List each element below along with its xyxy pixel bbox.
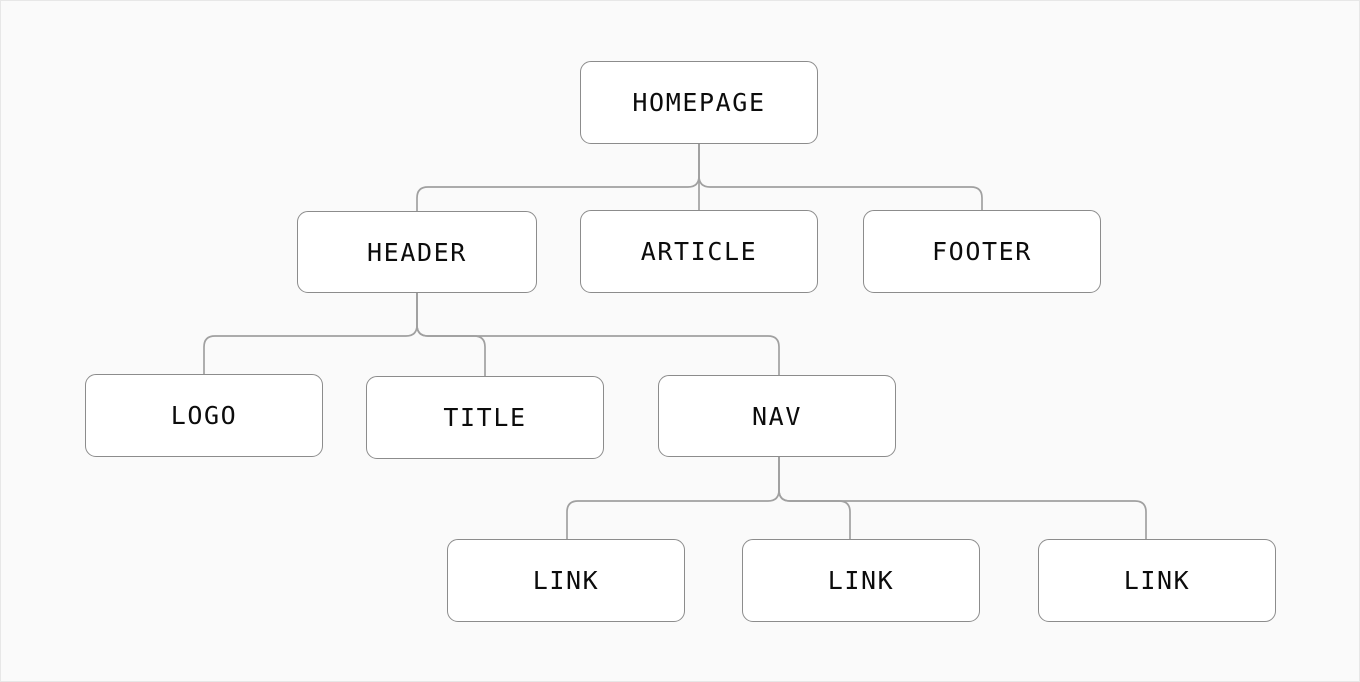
edge-homepage-to-footer: [698, 143, 983, 211]
edge-nav-to-link3: [778, 456, 1147, 540]
node-label: LINK: [827, 566, 895, 595]
edge-nav-to-link1: [566, 456, 780, 540]
node-label: HOMEPAGE: [632, 88, 766, 117]
node-label: HEADER: [367, 237, 467, 267]
edge-header-to-logo: [203, 292, 418, 375]
node-nav[interactable]: NAV: [658, 375, 896, 457]
node-header[interactable]: HEADER: [297, 211, 537, 293]
node-label: LINK: [1123, 566, 1191, 595]
node-logo[interactable]: LOGO: [85, 374, 323, 457]
node-label: FOOTER: [932, 237, 1032, 266]
node-link3[interactable]: LINK: [1038, 539, 1276, 622]
edge-header-to-title: [416, 292, 486, 377]
node-article[interactable]: ARTICLE: [580, 210, 818, 293]
edge-header-to-nav: [416, 292, 780, 376]
node-title[interactable]: TITLE: [366, 376, 604, 459]
node-homepage[interactable]: HOMEPAGE: [580, 61, 818, 144]
node-link1[interactable]: LINK: [447, 539, 685, 622]
node-label: TITLE: [443, 403, 527, 432]
node-label: LOGO: [170, 401, 238, 430]
node-label: LINK: [532, 566, 600, 595]
node-label: NAV: [752, 401, 802, 431]
node-link2[interactable]: LINK: [742, 539, 980, 622]
edge-homepage-to-header: [416, 143, 700, 212]
edge-nav-to-link2: [778, 456, 851, 540]
node-footer[interactable]: FOOTER: [863, 210, 1101, 293]
node-label: ARTICLE: [640, 237, 758, 266]
